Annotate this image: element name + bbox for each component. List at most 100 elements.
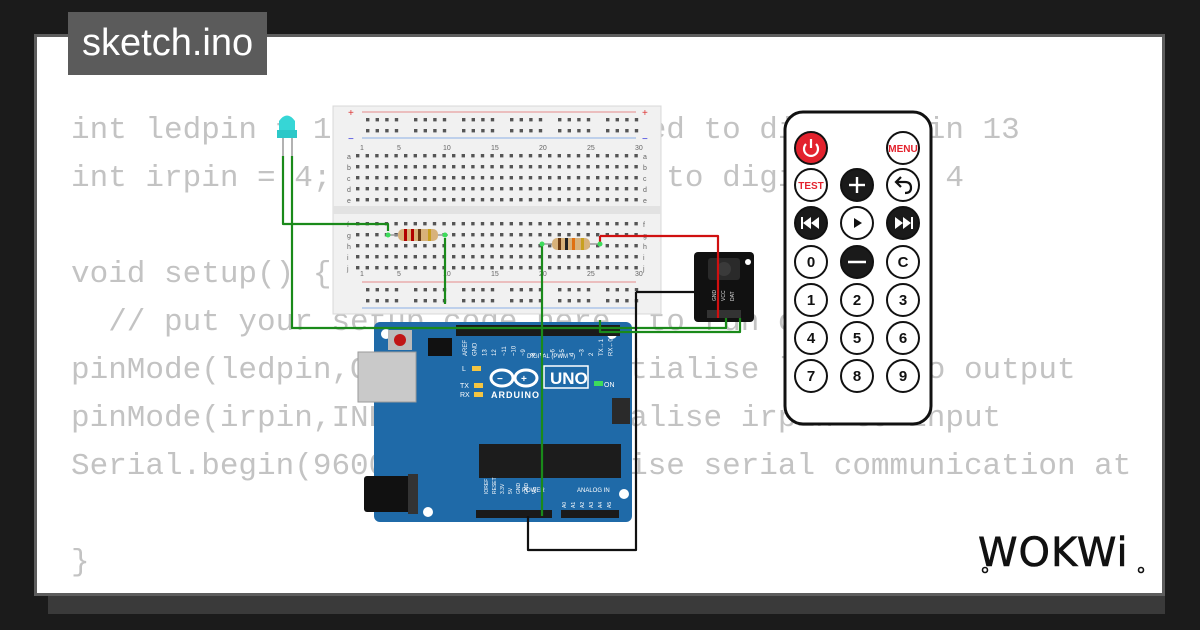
breadboard-hole[interactable] bbox=[384, 198, 389, 202]
breadboard-hole[interactable] bbox=[480, 176, 485, 180]
breadboard-hole[interactable] bbox=[586, 233, 590, 237]
breadboard-hole[interactable] bbox=[375, 288, 379, 292]
breadboard-hole[interactable] bbox=[452, 198, 456, 202]
breadboard-hole[interactable] bbox=[624, 187, 629, 191]
resistor-2[interactable] bbox=[542, 238, 600, 250]
breadboard-hole[interactable] bbox=[576, 255, 581, 259]
breadboard-hole[interactable] bbox=[413, 187, 417, 191]
breadboard-hole[interactable] bbox=[490, 233, 494, 237]
breadboard-hole[interactable] bbox=[461, 154, 465, 158]
breadboard-hole[interactable] bbox=[567, 187, 571, 191]
breadboard-hole[interactable] bbox=[356, 187, 360, 191]
breadboard-hole[interactable] bbox=[605, 176, 609, 180]
breadboard-hole[interactable] bbox=[433, 299, 437, 303]
breadboard-hole[interactable] bbox=[586, 129, 591, 133]
breadboard-hole[interactable] bbox=[490, 198, 494, 202]
breadboard-hole[interactable] bbox=[480, 165, 485, 169]
breadboard-hole[interactable] bbox=[404, 222, 408, 226]
breadboard-hole[interactable] bbox=[548, 244, 552, 248]
breadboard-hole[interactable] bbox=[586, 187, 590, 191]
breadboard-hole[interactable] bbox=[615, 187, 619, 191]
breadboard-hole[interactable] bbox=[413, 266, 417, 270]
breadboard-hole[interactable] bbox=[356, 266, 360, 270]
breadboard-hole[interactable] bbox=[433, 118, 437, 122]
breadboard-hole[interactable] bbox=[509, 233, 513, 237]
breadboard-hole[interactable] bbox=[605, 255, 609, 259]
breadboard-hole[interactable] bbox=[404, 198, 408, 202]
breadboard-hole[interactable] bbox=[624, 233, 629, 237]
breadboard-hole[interactable] bbox=[529, 299, 533, 303]
breadboard-hole[interactable] bbox=[634, 288, 639, 292]
breadboard-hole[interactable] bbox=[615, 154, 619, 158]
breadboard-hole[interactable] bbox=[480, 154, 485, 158]
breadboard-hole[interactable] bbox=[471, 244, 475, 248]
breadboard-hole[interactable] bbox=[634, 244, 638, 248]
breadboard-hole[interactable] bbox=[528, 233, 533, 237]
breadboard-hole[interactable] bbox=[615, 299, 619, 303]
breadboard-hole[interactable] bbox=[471, 299, 475, 303]
breadboard-hole[interactable] bbox=[356, 198, 360, 202]
breadboard-hole[interactable] bbox=[615, 165, 619, 169]
breadboard-hole[interactable] bbox=[624, 176, 629, 180]
breadboard-hole[interactable] bbox=[413, 176, 417, 180]
breadboard-hole[interactable] bbox=[567, 266, 571, 270]
breadboard-hole[interactable] bbox=[442, 129, 447, 133]
breadboard-hole[interactable] bbox=[394, 187, 398, 191]
breadboard-hole[interactable] bbox=[462, 299, 466, 303]
reset-button[interactable] bbox=[394, 334, 406, 346]
breadboard-hole[interactable] bbox=[481, 299, 485, 303]
breadboard-hole[interactable] bbox=[548, 266, 552, 270]
breadboard-hole[interactable] bbox=[615, 129, 619, 133]
breadboard-hole[interactable] bbox=[414, 299, 418, 303]
breadboard-hole[interactable] bbox=[481, 129, 485, 133]
breadboard-hole[interactable] bbox=[625, 299, 629, 303]
power-header[interactable] bbox=[476, 510, 552, 518]
breadboard-hole[interactable] bbox=[490, 222, 494, 226]
breadboard-hole[interactable] bbox=[394, 299, 399, 303]
breadboard-hole[interactable] bbox=[605, 198, 609, 202]
breadboard-hole[interactable] bbox=[576, 187, 581, 191]
breadboard-hole[interactable] bbox=[404, 176, 408, 180]
remote-button-plus[interactable] bbox=[840, 168, 874, 202]
remote-button-play[interactable] bbox=[840, 206, 874, 240]
remote-button-back[interactable] bbox=[886, 168, 920, 202]
breadboard-hole[interactable] bbox=[452, 187, 456, 191]
breadboard-hole[interactable] bbox=[442, 154, 446, 158]
breadboard-hole[interactable] bbox=[634, 154, 638, 158]
breadboard-hole[interactable] bbox=[548, 154, 552, 158]
breadboard-hole[interactable] bbox=[567, 233, 571, 237]
breadboard-hole[interactable] bbox=[442, 222, 446, 226]
breadboard-hole[interactable] bbox=[385, 118, 389, 122]
breadboard-hole[interactable] bbox=[567, 299, 571, 303]
breadboard-hole[interactable] bbox=[615, 244, 619, 248]
breadboard-hole[interactable] bbox=[625, 118, 629, 122]
breadboard-hole[interactable] bbox=[471, 187, 475, 191]
breadboard-hole[interactable] bbox=[404, 165, 408, 169]
breadboard-hole[interactable] bbox=[375, 129, 379, 133]
breadboard-hole[interactable] bbox=[558, 118, 562, 122]
breadboard-hole[interactable] bbox=[480, 244, 485, 248]
breadboard-hole[interactable] bbox=[634, 187, 638, 191]
breadboard-hole[interactable] bbox=[375, 198, 379, 202]
remote-button-key-9[interactable]: 9 bbox=[886, 359, 920, 393]
breadboard-hole[interactable] bbox=[509, 266, 513, 270]
breadboard-hole[interactable] bbox=[365, 244, 369, 248]
breadboard-hole[interactable] bbox=[375, 165, 379, 169]
breadboard-hole[interactable] bbox=[519, 222, 523, 226]
breadboard-hole[interactable] bbox=[365, 165, 369, 169]
breadboard-hole[interactable] bbox=[385, 129, 389, 133]
breadboard-hole[interactable] bbox=[471, 154, 475, 158]
breadboard-hole[interactable] bbox=[471, 233, 475, 237]
breadboard-hole[interactable] bbox=[577, 299, 581, 303]
wire-led-anode[interactable] bbox=[281, 156, 390, 231]
breadboard-hole[interactable] bbox=[538, 165, 542, 169]
breadboard-hole[interactable] bbox=[557, 198, 561, 202]
breadboard-hole[interactable] bbox=[404, 244, 408, 248]
breadboard-hole[interactable] bbox=[500, 187, 504, 191]
breadboard-hole[interactable] bbox=[538, 129, 543, 133]
breadboard-hole[interactable] bbox=[567, 222, 571, 226]
breadboard-hole[interactable] bbox=[471, 266, 475, 270]
remote-button-minus[interactable] bbox=[840, 245, 874, 279]
breadboard-hole[interactable] bbox=[375, 233, 379, 237]
